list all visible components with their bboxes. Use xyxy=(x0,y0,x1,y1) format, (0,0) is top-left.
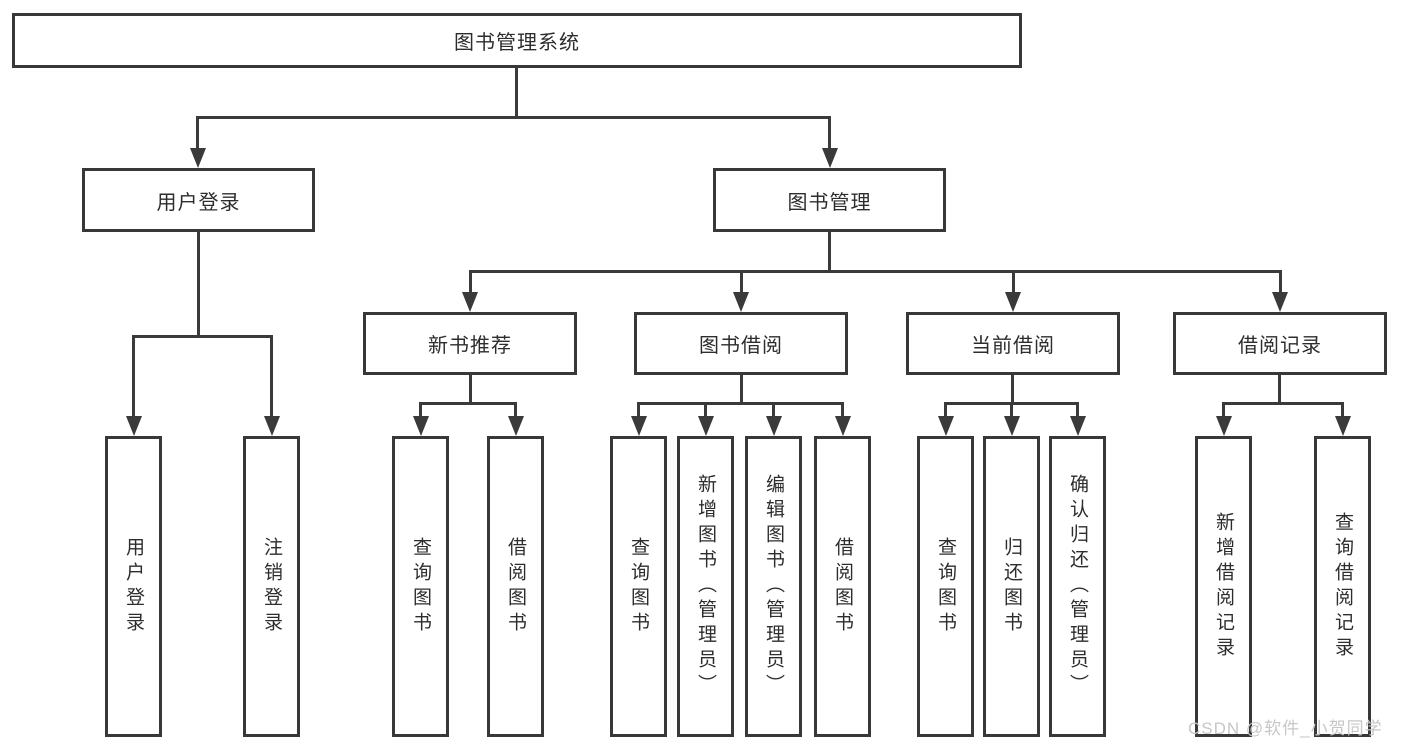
connector-group-stub xyxy=(469,375,472,405)
arrowhead-down xyxy=(264,416,280,436)
connector-group-bar xyxy=(637,402,844,405)
connector-arrow-line xyxy=(828,116,831,152)
connector-arrow-line xyxy=(1076,402,1079,420)
node-label: 查询图书 xyxy=(628,536,649,637)
connector-group-bar xyxy=(1222,402,1344,405)
arrowhead-down xyxy=(698,416,714,436)
leaf-user-login: 用户登录 xyxy=(105,436,162,737)
leaf-add-book-admin: 新增图书（管理员） xyxy=(677,436,734,737)
node-label: 图书管理 xyxy=(787,191,872,214)
node-label: 图书管理系统 xyxy=(454,32,580,54)
node-label: 确认归还（管理员） xyxy=(1067,474,1088,699)
connector-arrow-line xyxy=(1012,270,1015,296)
leaf-return-books: 归还图书 xyxy=(983,436,1040,737)
connector-arrow-line xyxy=(944,402,947,420)
arrowhead-down xyxy=(413,416,429,436)
leaf-query-books-recommend: 查询图书 xyxy=(392,436,449,737)
leaf-borrow-books: 借阅图书 xyxy=(814,436,871,737)
node-label: 新增图书（管理员） xyxy=(695,474,716,699)
arrowhead-down xyxy=(1004,416,1020,436)
arrowhead-down xyxy=(1005,292,1021,312)
connector-arrow-line xyxy=(772,402,775,420)
node-label: 查询图书 xyxy=(410,536,431,637)
arrowhead-down xyxy=(1070,416,1086,436)
connector-arrow-line xyxy=(740,270,743,296)
connector-arrow-line xyxy=(637,402,640,420)
connector-arrow-line xyxy=(704,402,707,420)
connector-user-login-bar xyxy=(132,335,273,338)
connector-arrow-line xyxy=(132,335,135,420)
node-label: 查询借阅记录 xyxy=(1332,511,1353,662)
node-borrowing-records: 借阅记录 xyxy=(1173,312,1387,375)
leaf-confirm-return-admin: 确认归还（管理员） xyxy=(1049,436,1106,737)
leaf-borrow-books-recommend: 借阅图书 xyxy=(487,436,544,737)
node-new-book-recommendation: 新书推荐 xyxy=(363,312,577,375)
connector-level1-bar xyxy=(196,116,831,119)
leaf-logout: 注销登录 xyxy=(243,436,300,737)
node-library-management-system: 图书管理系统 xyxy=(12,13,1022,68)
arrowhead-down xyxy=(508,416,524,436)
node-label: 新书推荐 xyxy=(428,335,512,357)
node-book-management: 图书管理 xyxy=(713,168,946,232)
node-label: 编辑图书（管理员） xyxy=(763,474,784,699)
leaf-edit-book-admin: 编辑图书（管理员） xyxy=(745,436,802,737)
connector-arrow-line xyxy=(196,116,199,152)
arrowhead-down xyxy=(822,148,838,168)
connector-group-stub xyxy=(1011,375,1014,405)
node-label: 图书借阅 xyxy=(699,335,783,357)
arrowhead-down xyxy=(835,416,851,436)
arrowhead-down xyxy=(1216,416,1232,436)
connector-user-login-stub xyxy=(197,232,200,338)
connector-arrow-line xyxy=(841,402,844,420)
leaf-query-books-current: 查询图书 xyxy=(917,436,974,737)
arrowhead-down xyxy=(462,292,478,312)
connector-arrow-line xyxy=(514,402,517,420)
connector-arrow-line xyxy=(469,270,472,296)
arrowhead-down xyxy=(733,292,749,312)
node-current-borrowing: 当前借阅 xyxy=(906,312,1120,375)
connector-arrow-line xyxy=(1341,402,1344,420)
node-label: 用户登录 xyxy=(123,536,144,637)
watermark: CSDN @软件_小贺同学 xyxy=(1188,719,1383,738)
connector-book-mgmt-stub xyxy=(828,232,831,273)
connector-arrow-line xyxy=(1222,402,1225,420)
leaf-query-books-borrow: 查询图书 xyxy=(610,436,667,737)
leaf-query-borrow-record: 查询借阅记录 xyxy=(1314,436,1371,737)
node-book-borrowing: 图书借阅 xyxy=(634,312,848,375)
arrowhead-down xyxy=(631,416,647,436)
node-label: 借阅图书 xyxy=(505,536,526,637)
arrowhead-down xyxy=(1272,292,1288,312)
leaf-add-borrow-record: 新增借阅记录 xyxy=(1195,436,1252,737)
connector-group-bar xyxy=(419,402,517,405)
node-label: 归还图书 xyxy=(1001,536,1022,637)
connector-group-stub xyxy=(1278,375,1281,405)
node-label: 借阅记录 xyxy=(1238,335,1322,357)
connector-arrow-line xyxy=(1279,270,1282,296)
arrowhead-down xyxy=(938,416,954,436)
connector-group-stub xyxy=(740,375,743,405)
connector-arrow-line xyxy=(1010,402,1013,420)
node-label: 当前借阅 xyxy=(971,335,1055,357)
arrowhead-down xyxy=(190,148,206,168)
node-label: 注销登录 xyxy=(261,536,282,637)
node-label: 借阅图书 xyxy=(832,536,853,637)
node-label: 查询图书 xyxy=(935,536,956,637)
arrowhead-down xyxy=(1335,416,1351,436)
node-label: 新增借阅记录 xyxy=(1213,511,1234,662)
arrowhead-down xyxy=(126,416,142,436)
node-user-login: 用户登录 xyxy=(82,168,315,232)
connector-arrow-line xyxy=(419,402,422,420)
connector-level3-bar xyxy=(469,270,1281,273)
arrowhead-down xyxy=(766,416,782,436)
node-label: 用户登录 xyxy=(156,191,241,214)
connector-root-stub xyxy=(515,68,518,119)
connector-arrow-line xyxy=(270,335,273,420)
